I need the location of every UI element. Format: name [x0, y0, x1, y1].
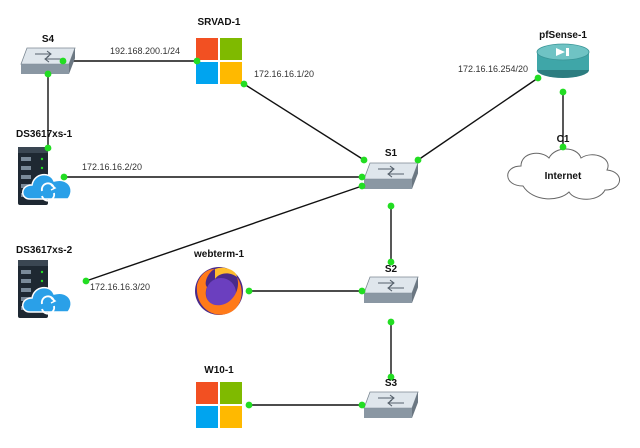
- port-up-indicator: [358, 401, 366, 409]
- port-up-indicator: [82, 277, 90, 285]
- port-up-indicator: [60, 173, 68, 181]
- network-switch-icon: [363, 391, 419, 418]
- link-ds3617xs-2-s1[interactable]: [85, 185, 363, 282]
- node-s4[interactable]: [20, 47, 76, 74]
- network-switch-icon: [363, 162, 419, 189]
- ports-layer: [44, 57, 567, 409]
- port-up-indicator: [44, 70, 52, 78]
- node-label: S3: [385, 378, 398, 389]
- node-label: SRVAD-1: [198, 17, 241, 28]
- link-ip-label: 172.16.16.254/20: [458, 64, 528, 74]
- port-up-indicator: [387, 318, 395, 326]
- node-label: W10-1: [204, 365, 234, 376]
- windows-logo-icon: [196, 382, 242, 428]
- node-label: DS3617xs-2: [16, 245, 73, 256]
- port-up-indicator: [414, 156, 422, 164]
- node-label: DS3617xs-1: [16, 129, 73, 140]
- port-up-indicator: [240, 80, 248, 88]
- port-up-indicator: [360, 156, 368, 164]
- port-up-indicator: [387, 373, 395, 381]
- port-up-indicator: [534, 74, 542, 82]
- firefox-icon: [195, 267, 243, 315]
- node-webterm-1[interactable]: [195, 267, 243, 315]
- node-w10-1[interactable]: [196, 382, 242, 428]
- cloud-text: Internet: [545, 171, 582, 182]
- router-icon: [536, 43, 590, 78]
- port-up-indicator: [358, 182, 366, 190]
- nodes-layer: Internet: [18, 38, 620, 428]
- node-pfsense-1[interactable]: [536, 43, 590, 78]
- link-ip-label: 172.16.16.3/20: [90, 282, 150, 292]
- node-c1[interactable]: Internet: [507, 148, 620, 200]
- network-switch-icon: [20, 47, 76, 74]
- port-up-indicator: [358, 287, 366, 295]
- cloud-icon: [507, 148, 620, 200]
- network-switch-icon: [363, 276, 419, 303]
- port-up-indicator: [245, 287, 253, 295]
- node-ds3617xs-2[interactable]: [18, 260, 72, 318]
- nas-server-icon: [18, 260, 72, 318]
- windows-logo-icon: [196, 38, 242, 84]
- port-up-indicator: [44, 144, 52, 152]
- node-srvad-1[interactable]: [196, 38, 242, 84]
- node-label: webterm-1: [193, 249, 244, 260]
- port-up-indicator: [193, 57, 201, 65]
- links-layer: [47, 60, 564, 406]
- port-up-indicator: [245, 401, 253, 409]
- labels-layer: 192.168.200.1/24 172.16.16.1/20 172.16.16.…: [16, 17, 587, 389]
- port-up-indicator: [387, 258, 395, 266]
- node-s3[interactable]: [363, 391, 419, 418]
- node-s1[interactable]: [363, 162, 419, 189]
- port-up-indicator: [387, 202, 395, 210]
- node-label: S1: [385, 148, 398, 159]
- node-label: S4: [42, 34, 55, 45]
- link-srvad-1-s1[interactable]: [243, 83, 365, 161]
- port-up-indicator: [559, 143, 567, 151]
- nas-server-icon: [18, 147, 72, 205]
- port-up-indicator: [559, 88, 567, 96]
- link-ip-label: 172.16.16.1/20: [254, 69, 314, 79]
- port-up-indicator: [358, 173, 366, 181]
- node-ds3617xs-1[interactable]: [18, 147, 72, 205]
- link-ip-label: 192.168.200.1/24: [110, 46, 180, 56]
- link-pfsense-1-s1[interactable]: [417, 77, 539, 161]
- port-up-indicator: [59, 57, 67, 65]
- node-label: S2: [385, 264, 398, 275]
- node-label: pfSense-1: [539, 30, 587, 41]
- link-ip-label: 172.16.16.2/20: [82, 162, 142, 172]
- node-s2[interactable]: [363, 276, 419, 303]
- node-label: C1: [557, 134, 570, 145]
